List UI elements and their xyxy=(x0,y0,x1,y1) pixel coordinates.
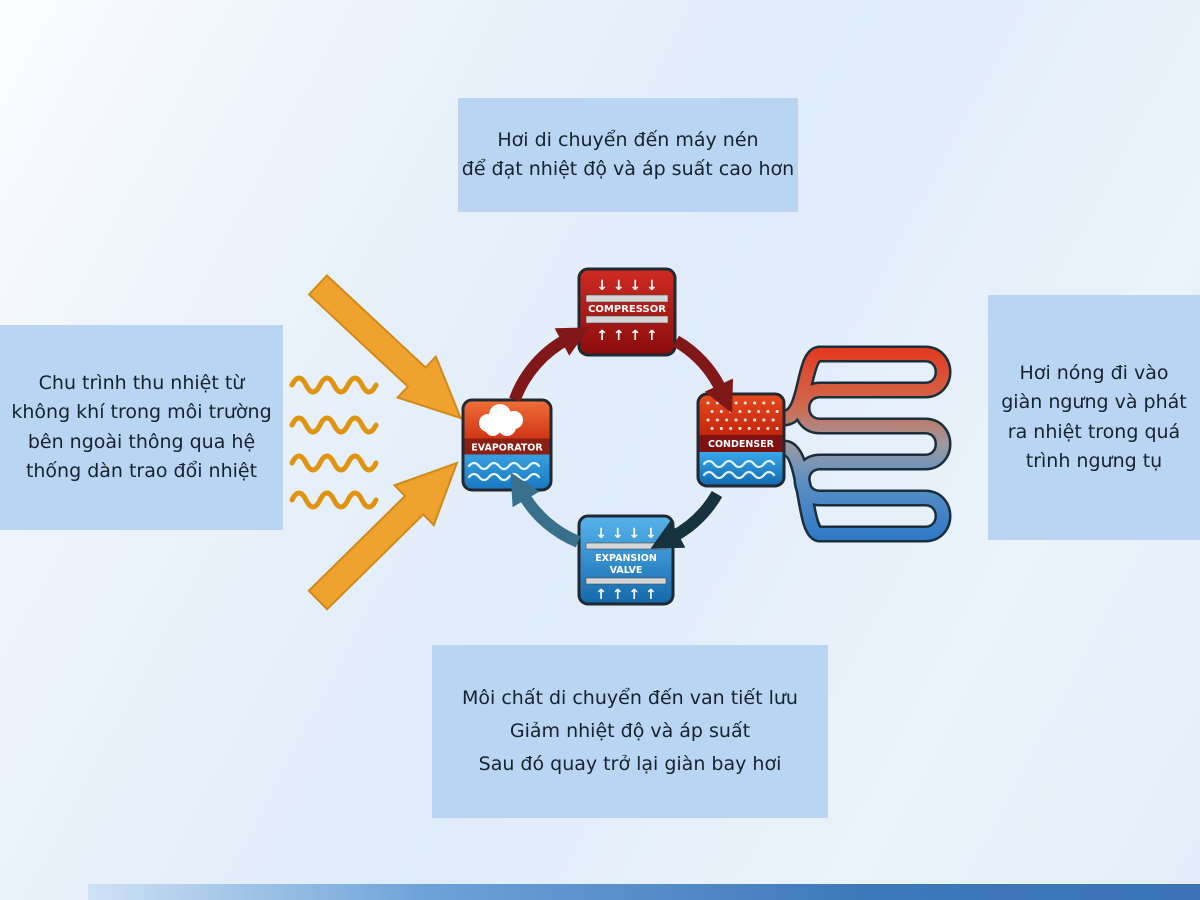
callout-heat-intake-note: Chu trình thu nhiệt từ không khí trong m… xyxy=(0,325,283,530)
evaporator-box: EVAPORATOR xyxy=(461,398,553,492)
condenser-label-band xyxy=(698,435,784,452)
callout-text-line: không khí trong môi trường xyxy=(11,401,272,424)
callout-text-line: thống dàn trao đổi nhiệt xyxy=(25,459,258,482)
bottom-accent-strip xyxy=(88,884,1200,900)
callout-text-line: để đạt nhiệt độ và áp suất cao hơn xyxy=(461,158,795,180)
callout-compressor-note: Hơi di chuyển đến máy nén để đạt nhiệt đ… xyxy=(458,98,798,212)
compressor-box: ↓ ↓ ↓ ↓ COMPRESSOR ↑ ↑ ↑ ↑ xyxy=(577,267,677,357)
evaporator-cloud-icon xyxy=(479,404,523,436)
evaporator-label: EVAPORATOR xyxy=(471,443,543,454)
compressor-label: COMPRESSOR xyxy=(588,304,666,315)
condenser-waves-icon xyxy=(702,459,776,480)
callout-text-line: Giảm nhiệt độ và áp suất xyxy=(509,719,751,742)
callout-text-line: ra nhiệt trong quá xyxy=(1007,420,1181,443)
expansion-valve-label-line1: EXPANSION xyxy=(595,553,657,564)
arc-evaporator-to-compressor xyxy=(509,327,590,402)
callout-text-line: Sau đó quay trở lại giàn bay hơi xyxy=(478,753,782,776)
callout-text-line: Hơi di chuyển đến máy nén xyxy=(497,128,759,151)
compressor-stripe xyxy=(585,315,669,324)
expansion-valve-outlet-arrows-icon: ↑ ↑ ↑ ↑ xyxy=(595,587,657,603)
refrigeration-cycle-graphic: ↓ ↓ ↓ ↓ COMPRESSOR ↑ ↑ ↑ ↑ xyxy=(289,267,952,611)
arc-condenser-to-expansion-valve xyxy=(650,490,723,549)
heat-arrow-upper-icon xyxy=(307,274,463,420)
expansion-valve-stripe xyxy=(585,542,667,550)
condenser-label: CONDENSER xyxy=(708,439,775,450)
callout-text-line: Môi chất di chuyển đến van tiết lưu xyxy=(462,686,798,709)
heat-waves-icon xyxy=(289,375,379,510)
condenser-box: CONDENSER xyxy=(696,392,786,488)
condenser-droplets-icon xyxy=(706,401,780,430)
compressor-outlet-arrows-icon: ↑ ↑ ↑ ↑ xyxy=(596,328,658,344)
callout-text-line: Chu trình thu nhiệt từ xyxy=(38,371,245,394)
expansion-valve-box: ↓ ↓ ↓ ↓ EXPANSION VALVE ↑ ↑ ↑ ↑ xyxy=(577,514,675,606)
callout-text-line: Hơi nóng đi vào xyxy=(1019,361,1169,384)
expansion-valve-label-line2: VALVE xyxy=(610,565,643,576)
callout-text-line: trình ngưng tụ xyxy=(1025,449,1163,472)
callout-text-line: giàn ngưng và phát xyxy=(1001,391,1187,414)
arc-expansion-valve-to-evaporator xyxy=(510,472,581,548)
arc-compressor-to-condenser xyxy=(672,335,734,414)
expansion-valve-stripe xyxy=(585,577,667,585)
callout-condenser-note: Hơi nóng đi vào giàn ngưng và phát ra nh… xyxy=(988,295,1200,540)
expansion-valve-inlet-arrows-icon: ↓ ↓ ↓ ↓ xyxy=(595,526,657,542)
evaporator-label-band xyxy=(463,438,551,455)
condenser-coil xyxy=(775,345,952,543)
callout-text-line: bên ngoài thông qua hệ xyxy=(27,430,256,453)
heat-arrow-lower-icon xyxy=(307,461,459,611)
callout-expansion-valve-note: Môi chất di chuyển đến van tiết lưu Giảm… xyxy=(432,645,828,818)
compressor-stripe xyxy=(585,294,669,303)
compressor-inlet-arrows-icon: ↓ ↓ ↓ ↓ xyxy=(596,278,658,294)
